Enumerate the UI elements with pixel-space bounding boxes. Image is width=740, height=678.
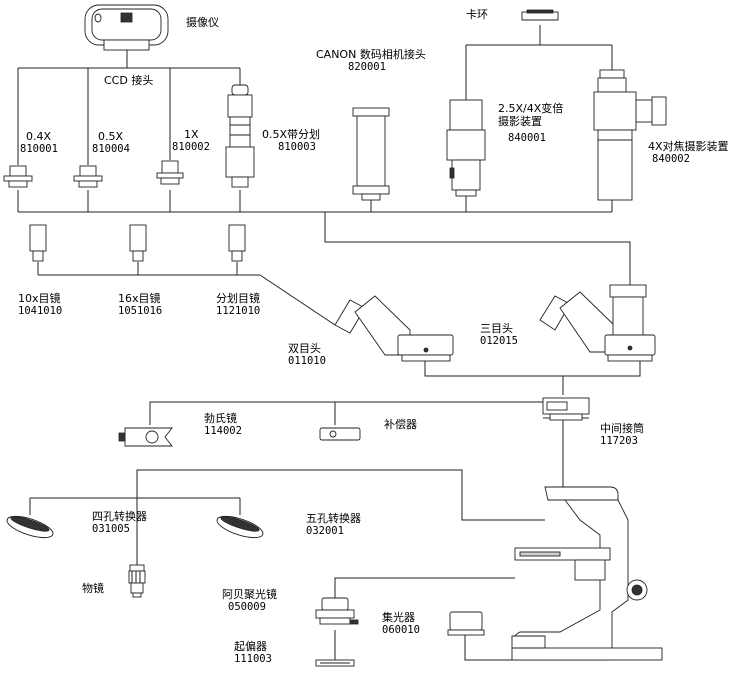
zoom-photo-device-icon (446, 99, 486, 197)
trinocular-head-icon (539, 284, 656, 362)
ccd-label: CCD 接头 (104, 74, 154, 87)
collector-icon (447, 611, 485, 636)
polarizer-icon (315, 659, 355, 667)
eyepiece-16x-icon (129, 224, 147, 262)
canon-adapter-icon (352, 107, 390, 201)
objective-icon (128, 564, 146, 598)
abbe-condenser-icon (315, 597, 359, 625)
microscope-stand-icon (511, 486, 663, 661)
compensator-label: 补偿器 (384, 418, 417, 431)
ccd-1x-icon (156, 160, 184, 185)
ccd-05x-icon (73, 165, 103, 188)
ccd-04x-icon (3, 165, 33, 188)
connection-lines (17, 25, 641, 661)
camera-icon (84, 4, 169, 51)
focus-photo-device-icon (593, 69, 667, 201)
compensator-icon (319, 427, 361, 441)
eyepiece-10x-icon (29, 224, 47, 262)
binocular-head-icon (334, 295, 454, 362)
camera-label: 摄像仪 (186, 16, 219, 29)
nosepiece-5-hole-icon (216, 515, 264, 539)
eyepiece-reticle-icon (228, 224, 246, 262)
ring-label: 卡环 (466, 8, 488, 21)
nosepiece-4-hole-icon (6, 515, 54, 539)
ring-adapter-icon (521, 9, 559, 21)
bertrand-lens-icon (118, 427, 173, 447)
objective-label: 物镜 (82, 582, 104, 595)
ccd-05x-reticle-icon (225, 84, 255, 188)
intermediate-tube-icon (542, 397, 590, 421)
